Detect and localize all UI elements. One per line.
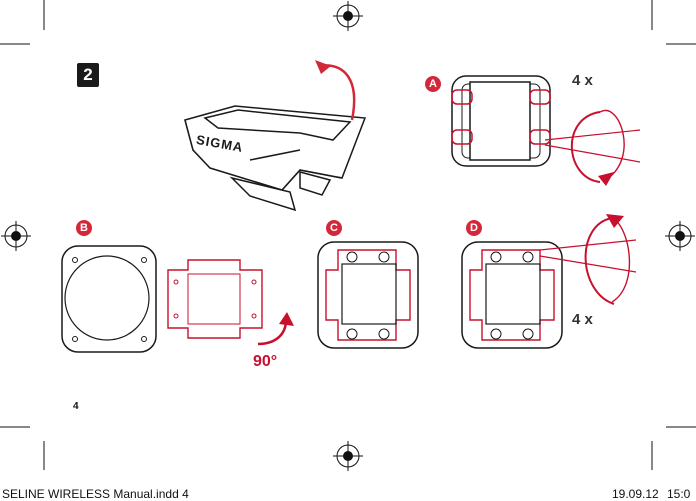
panel-b-rotation-label: 90°: [253, 353, 278, 370]
panel-c-illustration: [317, 241, 419, 349]
panel-c-badge: C: [326, 220, 342, 236]
panel-a-illustration: [451, 75, 641, 186]
step-number-badge: 2: [77, 63, 99, 87]
page-number: 4: [73, 401, 79, 412]
crop-marks: [0, 0, 696, 470]
panel-d-badge: D: [466, 220, 482, 236]
registration-mark-icon: [333, 1, 363, 31]
panel-a-count-label: 4 x: [572, 72, 593, 89]
handlebar-bracket-illustration: [184, 105, 367, 212]
registration-mark-icon: [333, 441, 363, 471]
panel-b-badge: B: [76, 220, 92, 236]
panel-a-badge: A: [425, 76, 441, 92]
panel-d-illustration: [461, 214, 637, 349]
panel-b-illustration: [61, 245, 294, 353]
panel-d-count-label: 4 x: [572, 311, 593, 328]
footer-date: 19.09.12: [612, 487, 659, 501]
footer-time: 15:0: [667, 487, 691, 501]
registration-mark-icon: [1, 221, 31, 251]
rotate-arrow-icon: [315, 60, 356, 121]
registration-mark-icon: [665, 221, 695, 251]
footer-filename: SELINE WIRELESS Manual.indd 4: [2, 487, 189, 501]
